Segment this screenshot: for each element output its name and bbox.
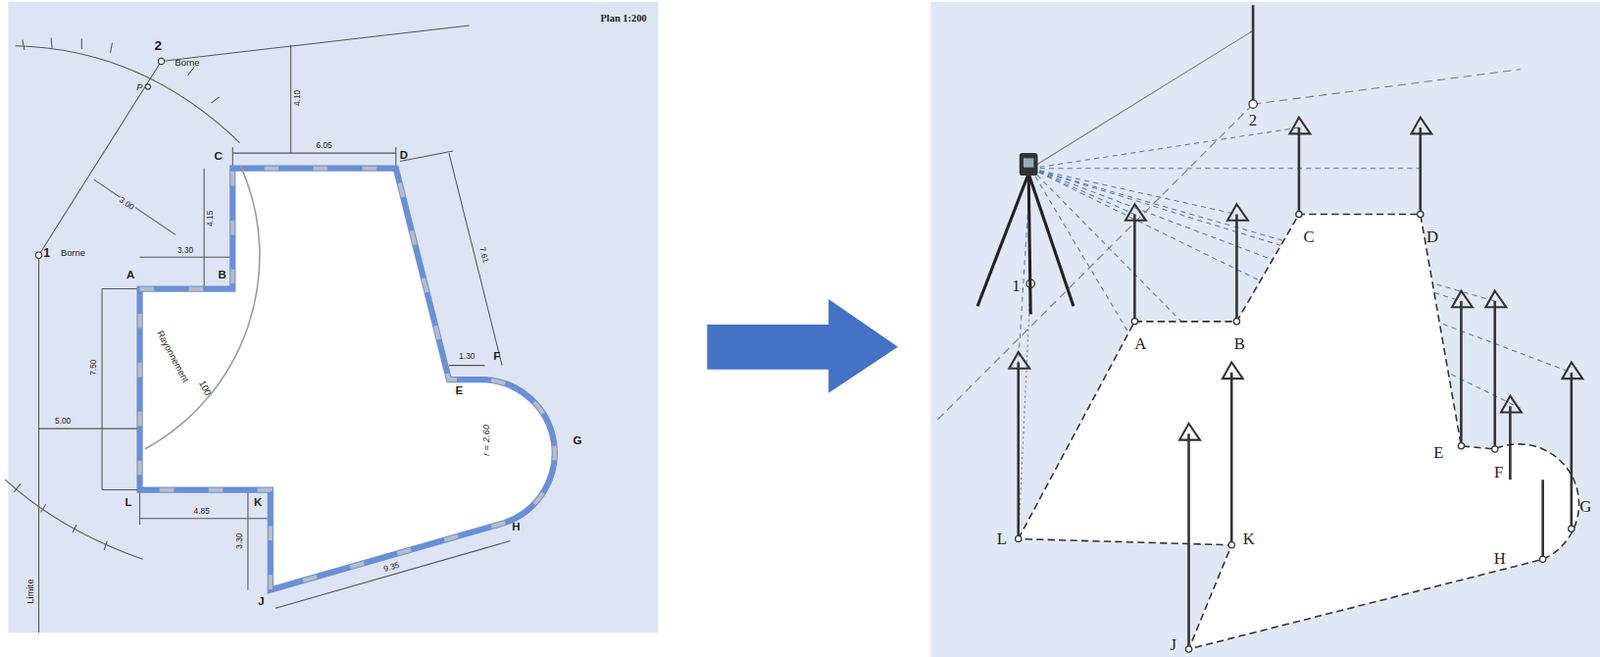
point-label: K: [1243, 530, 1255, 548]
plan-label: r = 2.60: [482, 424, 492, 456]
plan-label: C: [213, 150, 222, 162]
plan-label: G: [572, 435, 582, 447]
plan-label: Plan 1:200: [600, 12, 647, 23]
plan-label: Borne: [60, 249, 86, 258]
plan-label: 6.05: [314, 141, 333, 150]
plan-label: K: [253, 497, 262, 508]
plan-label: 2: [153, 39, 162, 53]
plan-label: D: [400, 150, 408, 161]
plan-label: E: [454, 385, 463, 397]
plan-label: F: [493, 350, 500, 362]
plan-label: 7.50: [89, 357, 98, 376]
plan-label: Borne: [174, 58, 200, 68]
point-label: H: [1494, 550, 1506, 567]
point-label: F: [1494, 463, 1503, 481]
plan-label: B: [218, 269, 227, 281]
plan-label: 1: [43, 247, 50, 259]
point-label: 1: [1011, 277, 1020, 295]
total-station: [977, 152, 1074, 314]
transition-arrow: [706, 299, 899, 394]
point-label: G: [1579, 499, 1592, 516]
point-label: L: [997, 530, 1007, 548]
plan-label: Limite: [25, 579, 35, 604]
point-label: J: [1170, 636, 1177, 653]
plan-label: 4.10: [293, 89, 301, 107]
prism-poles: [1018, 4, 1572, 650]
survey-point: [145, 84, 150, 90]
prism-symbols: [1008, 117, 1583, 441]
point-label: C: [1303, 228, 1315, 246]
window-segments: [140, 168, 555, 591]
plan-label: 3.30: [176, 247, 195, 255]
building-footprint: [1018, 214, 1580, 650]
survey-point: [35, 251, 42, 258]
plan-label: 4.15: [206, 208, 215, 227]
point-label: D: [1426, 228, 1439, 246]
point-label: E: [1433, 444, 1444, 461]
building-outline: [140, 168, 555, 591]
plan-label: 3.30: [236, 531, 245, 550]
survey-point: [157, 57, 164, 64]
point-label: B: [1234, 335, 1246, 352]
plan-background: [7, 1, 658, 633]
radiation-arc: [145, 166, 260, 450]
plan-label: P: [136, 83, 143, 93]
plan-label: 5.00: [53, 417, 72, 426]
plan-label: H: [511, 521, 520, 533]
plan-label: A: [126, 269, 135, 281]
perspective-background: [930, 1, 1600, 657]
plan-label: 1.30: [457, 352, 476, 361]
station-points: [1015, 100, 1575, 652]
point-label: A: [1134, 335, 1147, 352]
plan-label: J: [257, 596, 264, 607]
plan-label: L: [124, 497, 132, 508]
point-label: 2: [1249, 111, 1257, 129]
plan-label: 4.85: [193, 506, 211, 515]
